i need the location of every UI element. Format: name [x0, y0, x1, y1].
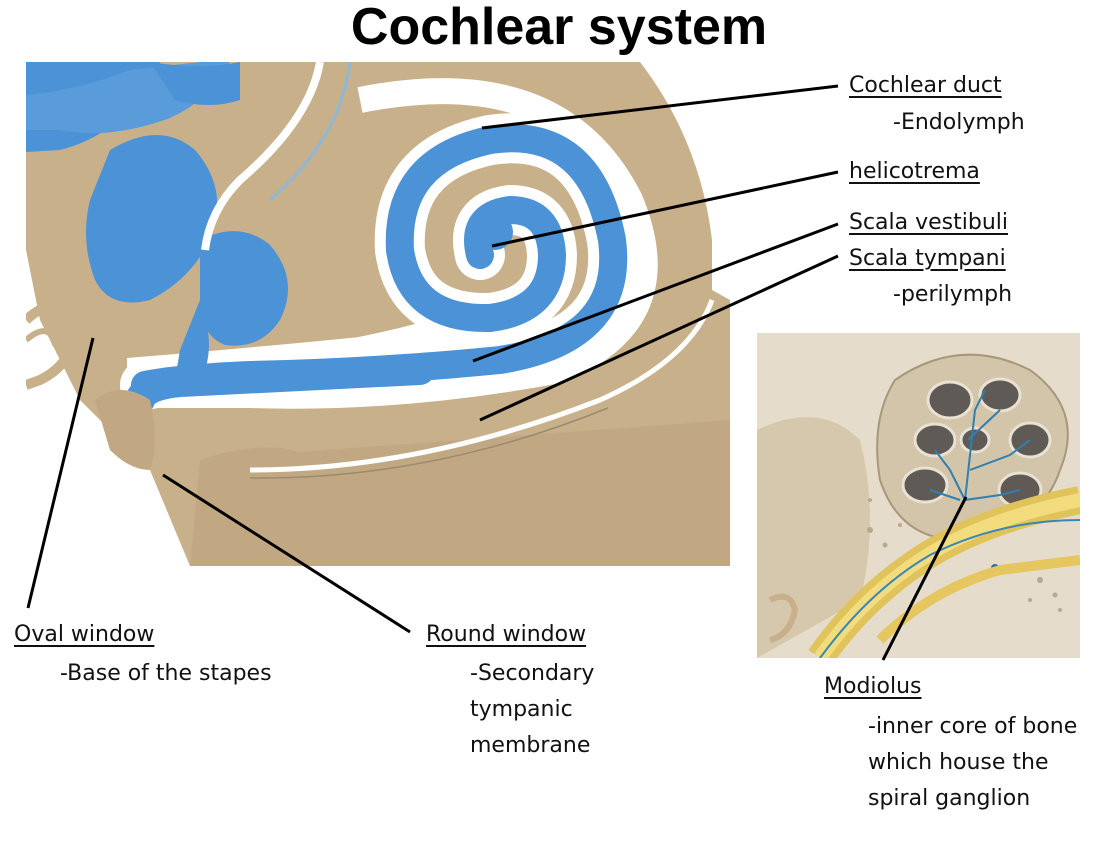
- note-modiolus-2: which house the: [868, 750, 1049, 775]
- note-modiolus-1: -inner core of bone: [868, 714, 1078, 739]
- label-modiolus: Modiolus: [824, 674, 922, 699]
- note-base-of-stapes: -Base of the stapes: [60, 661, 272, 686]
- leader-round-window: [162, 473, 411, 634]
- note-endolymph: -Endolymph: [893, 110, 1025, 135]
- note-round-window-2: tympanic: [470, 697, 573, 722]
- leader-cochlear-duct: [481, 84, 839, 130]
- leader-oval-window: [26, 337, 95, 609]
- note-modiolus-3: spiral ganglion: [868, 786, 1031, 811]
- diagram-title: Cochlear system: [350, 0, 768, 56]
- label-scala-tympani: Scala tympani: [849, 246, 1006, 271]
- label-cochlear-duct: Cochlear duct: [849, 73, 1002, 98]
- cochlear-chambers: [901, 377, 1052, 509]
- leader-scala-vestibuli: [472, 222, 839, 363]
- modiolus-inset: [757, 333, 1080, 658]
- leader-modiolus: [881, 496, 968, 661]
- label-helicotrema: helicotrema: [849, 159, 980, 184]
- note-round-window-1: -Secondary: [470, 661, 595, 686]
- vestibule: [26, 62, 288, 380]
- note-round-window-3: membrane: [470, 733, 591, 758]
- label-scala-vestibuli: Scala vestibuli: [849, 210, 1009, 235]
- leader-lines: [26, 84, 968, 661]
- label-oval-window: Oval window: [14, 622, 155, 647]
- stapes: [26, 300, 77, 390]
- main-cochlea-panel: [26, 62, 730, 566]
- label-round-window: Round window: [426, 622, 587, 647]
- leader-scala-tympani: [479, 254, 839, 422]
- note-perilymph: -perilymph: [893, 282, 1013, 307]
- leader-helicotrema: [491, 170, 839, 248]
